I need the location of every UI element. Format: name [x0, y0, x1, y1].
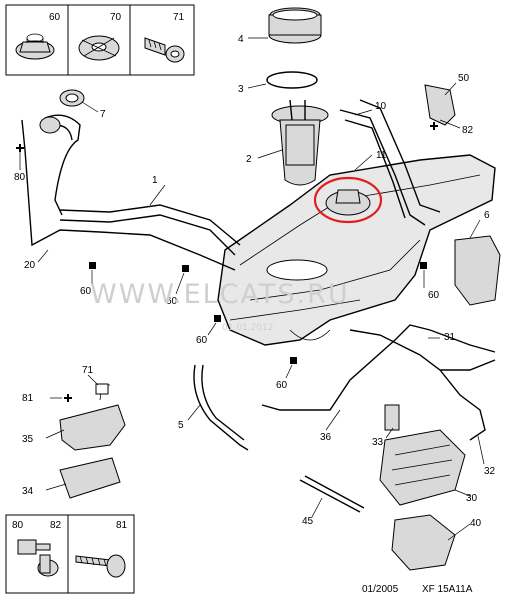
callout-34: 34 — [22, 486, 34, 497]
callout-33: 33 — [372, 437, 384, 448]
callout-7: 7 — [100, 109, 106, 120]
fuel-lines — [339, 84, 456, 226]
callout-40: 40 — [470, 518, 482, 529]
screw-icon — [75, 554, 126, 578]
callout-5: 5 — [178, 420, 184, 431]
inset-box-60 — [5, 4, 69, 76]
callout-30: 30 — [466, 493, 478, 504]
fastener-markers — [16, 122, 438, 402]
callout-20: 20 — [24, 260, 36, 271]
callout-35: 35 — [22, 434, 34, 445]
callout-60a: 60 — [80, 286, 92, 297]
callout-6: 6 — [484, 210, 490, 221]
canister-shield — [391, 514, 456, 571]
callout-2: 2 — [246, 154, 252, 165]
callout-50: 50 — [458, 73, 470, 84]
callout-60d: 60 — [276, 380, 288, 391]
callout-60b: 60 — [166, 296, 178, 307]
inset-box-71 — [129, 4, 195, 76]
callout-80: 80 — [14, 172, 26, 183]
control-module — [59, 383, 126, 499]
callouts: 1 2 3 4 5 6 7 10 11 20 30 31 32 33 34 35… — [14, 34, 496, 529]
callout-31: 31 — [444, 332, 456, 343]
inset-label-60: 60 — [49, 12, 61, 23]
watermark: WWW.ELCATS.RU — [90, 279, 350, 310]
inset-label-81: 81 — [116, 520, 128, 531]
canister — [379, 404, 466, 571]
callout-60e: 60 — [428, 290, 440, 301]
highlight-circle — [313, 176, 383, 224]
bracket-50 — [424, 84, 456, 126]
callout-82: 82 — [462, 125, 474, 136]
heat-shield — [454, 235, 501, 306]
fuel-tank — [217, 154, 496, 346]
callout-11: 11 — [376, 150, 387, 161]
nut-icon — [15, 33, 55, 60]
inset-label-80: 80 — [12, 520, 24, 531]
clip-icon — [78, 35, 120, 61]
callout-45: 45 — [302, 516, 314, 527]
pump-opening — [266, 259, 328, 281]
callout-71: 71 — [82, 365, 94, 376]
callout-1: 1 — [152, 175, 158, 186]
watermark-date: 01.01.2012 — [222, 323, 274, 333]
inset-label-82: 82 — [50, 520, 62, 531]
inset-box-81 — [67, 514, 135, 594]
callout-81: 81 — [22, 393, 34, 404]
footer-code: XF 15A11A — [422, 584, 473, 595]
inset-top: 60 70 71 — [5, 4, 195, 76]
filler-pipe — [21, 89, 241, 271]
inset-label-70: 70 — [110, 12, 122, 23]
bolt-icon — [17, 539, 59, 577]
callout-60c: 60 — [196, 335, 208, 346]
strap-45 — [299, 479, 361, 513]
footer-date: 01/2005 — [362, 584, 399, 595]
stud-icon — [144, 37, 185, 63]
callout-10: 10 — [375, 101, 387, 112]
callout-3: 3 — [238, 84, 244, 95]
pipes-rear — [261, 324, 496, 441]
leader-lines — [19, 37, 485, 541]
strap — [193, 364, 249, 451]
callout-36: 36 — [320, 432, 332, 443]
inset-bottom: 80 82 81 — [5, 514, 135, 594]
inset-label-71: 71 — [173, 12, 185, 23]
highlighted-component — [313, 176, 383, 224]
fuel-pump — [266, 7, 329, 186]
callout-4: 4 — [238, 34, 244, 45]
callout-32: 32 — [484, 466, 496, 477]
